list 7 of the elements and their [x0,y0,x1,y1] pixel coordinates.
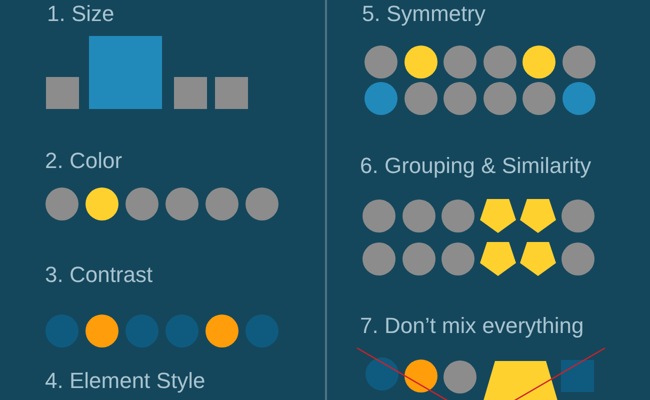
section-heading: 5. Symmetry [362,1,486,27]
section-heading: 2. Color [45,148,122,174]
section-heading: 1. Size [47,1,114,27]
section-heading: 6. Grouping & Similarity [360,153,592,179]
section-heading: 3. Contrast [45,262,153,288]
section-heading: 7. Don’t mix everything [360,313,584,339]
section-heading: 4. Element Style [45,368,206,394]
